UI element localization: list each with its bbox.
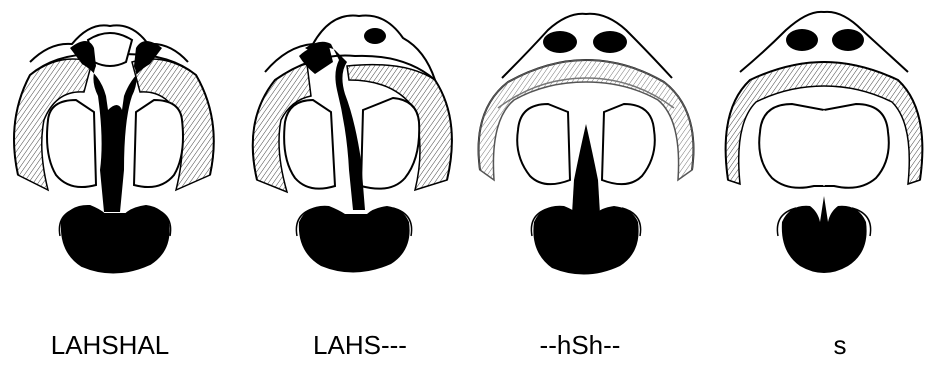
palate-diagram-soft-palate-cleft [710,0,937,290]
panel-lahshal [0,0,230,290]
panel-hsh [468,0,703,290]
panel-s [710,0,937,290]
label-lahs: LAHS--- [270,330,450,360]
palate-diagram-bilateral-cleft [0,0,230,290]
label-lahshal: LAHSHAL [20,330,200,360]
palate-diagram-unilateral-cleft [235,0,465,290]
palate-diagram-palate-cleft [468,0,703,290]
panel-lahs [235,0,465,290]
label-hsh: --hSh-- [490,330,670,360]
label-s: s [770,330,910,360]
